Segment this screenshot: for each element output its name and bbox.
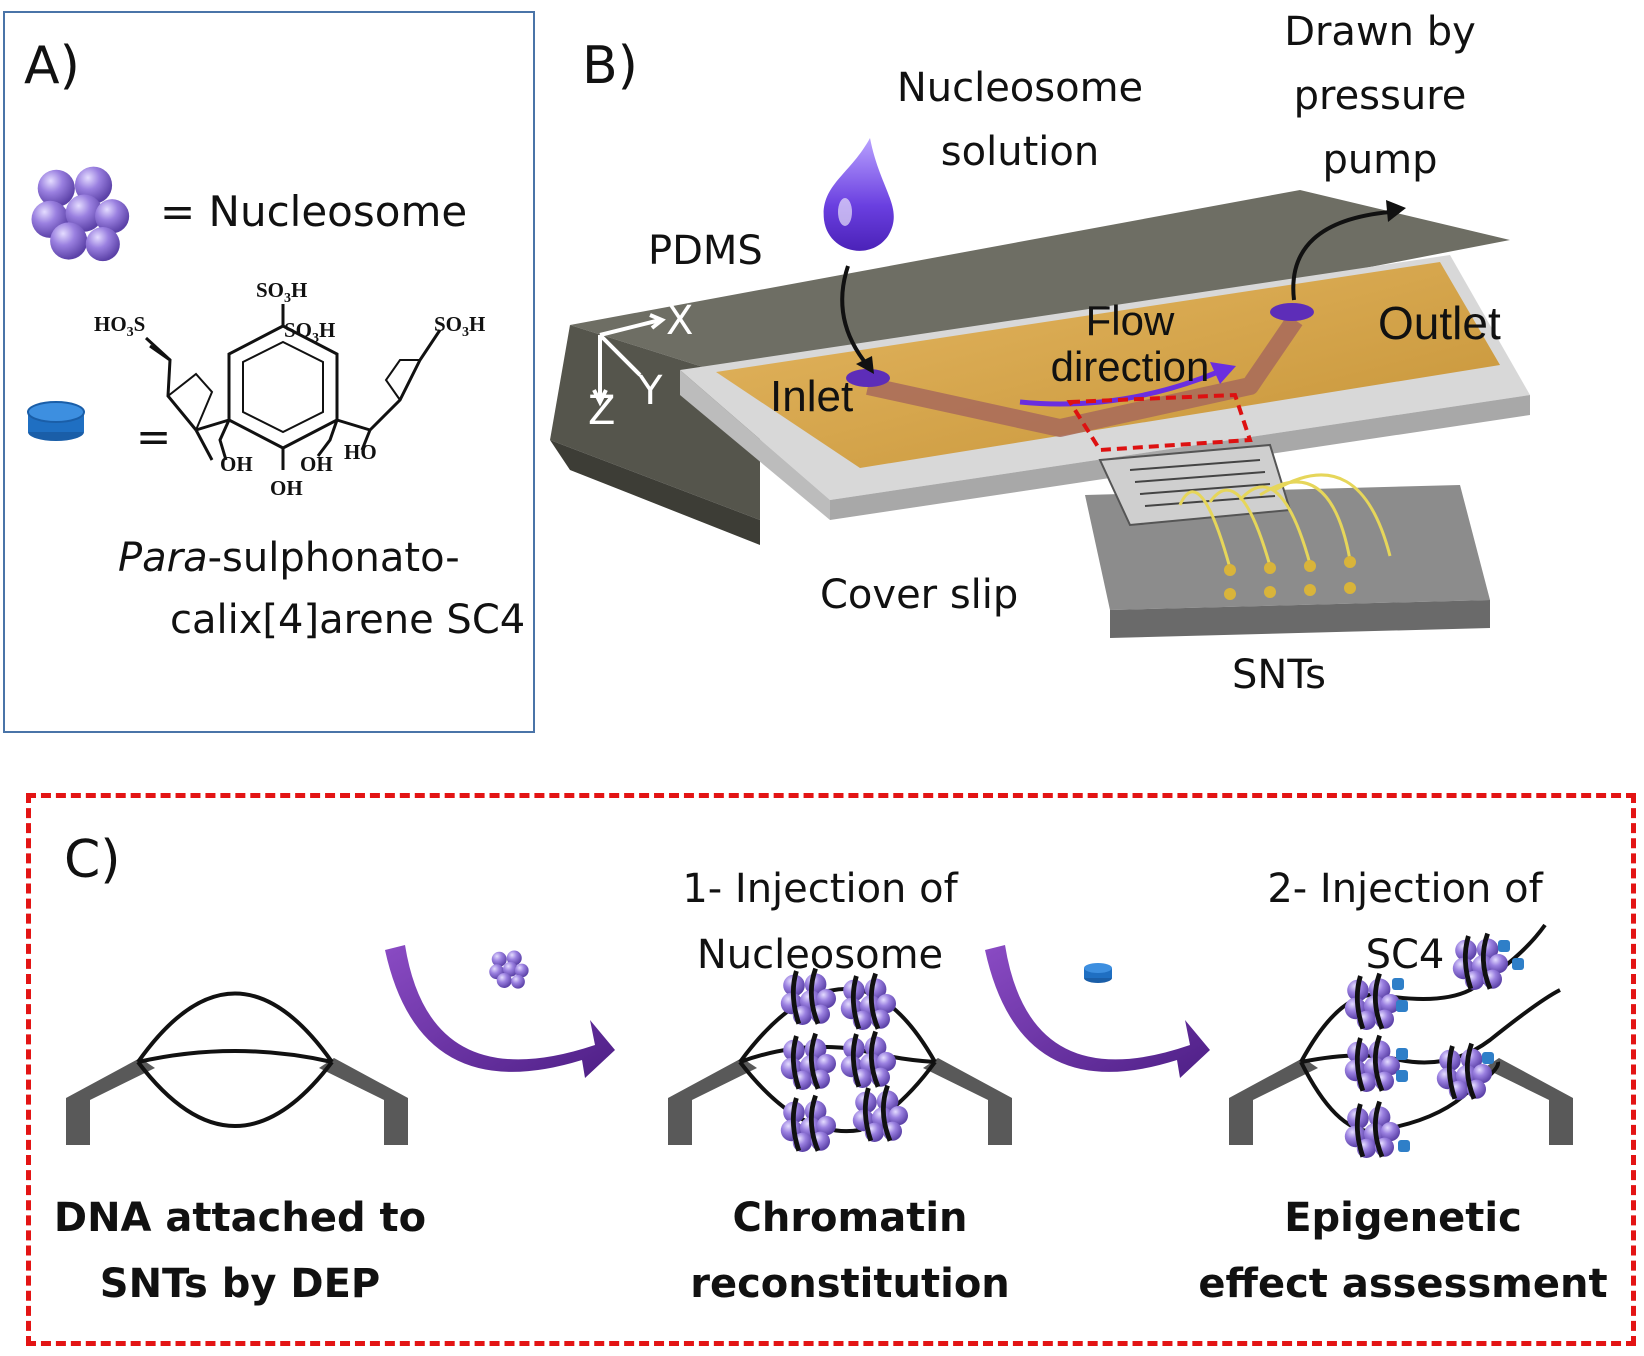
outlet-arrow <box>1291 200 1406 301</box>
panel-a <box>3 11 535 733</box>
panel-c <box>26 793 1636 1346</box>
chem-so3h-right: SO3H <box>434 312 486 341</box>
chem-oh-3: OH <box>270 476 303 500</box>
chem-so3h-inner: SO3H <box>284 318 336 347</box>
cover-slip-label: Cover slip <box>820 572 1019 618</box>
stage3-electrodes <box>1229 1058 1573 1145</box>
inlet-label: Inlet <box>770 372 854 421</box>
injection-arrow-2 <box>985 945 1210 1078</box>
sc4-caption-line2: calix[4]arene SC4 <box>170 597 526 643</box>
injection-arrow-1 <box>385 945 615 1078</box>
sc4-caption-line1: Para-sulphonato- <box>118 535 460 581</box>
pdms-label: PDMS <box>648 228 763 274</box>
chem-oh-2: OH <box>300 452 333 476</box>
chem-ho3s-left: HO3S <box>94 312 146 341</box>
axis-z-label: Z <box>588 388 616 434</box>
snts-label: SNTs <box>1232 652 1326 698</box>
nucleosome-legend-text: = Nucleosome <box>160 187 468 236</box>
sc4-legend-icon <box>27 401 85 441</box>
floating-sc4-icon <box>1084 963 1112 983</box>
snt-chip <box>1085 443 1490 638</box>
outlet-label: Outlet <box>1378 297 1501 349</box>
axis-y-label: Y <box>638 368 663 414</box>
sc4-legend-equals: = <box>136 412 172 461</box>
calixarene-structure <box>144 304 442 470</box>
stage1-electrodes <box>66 1058 408 1145</box>
chem-ho: HO <box>344 440 377 464</box>
inlet-arrow <box>840 265 874 374</box>
axis-x-label: X <box>666 298 694 344</box>
flow-channel <box>846 303 1314 437</box>
stage3-sc4-markers <box>1392 940 1524 1152</box>
droplet-icon <box>823 138 894 251</box>
panel-a-label: A) <box>24 36 80 96</box>
chem-oh-1: OH <box>220 452 253 476</box>
axis-gizmo <box>592 313 666 407</box>
stage1-dna <box>136 991 334 1128</box>
panel-c-label: C) <box>64 830 121 890</box>
panel-b-label: B) <box>582 36 638 96</box>
chem-so3h-top: SO3H <box>256 278 308 307</box>
stage2-electrodes <box>668 1058 1012 1145</box>
snt-region-box <box>1066 392 1253 453</box>
